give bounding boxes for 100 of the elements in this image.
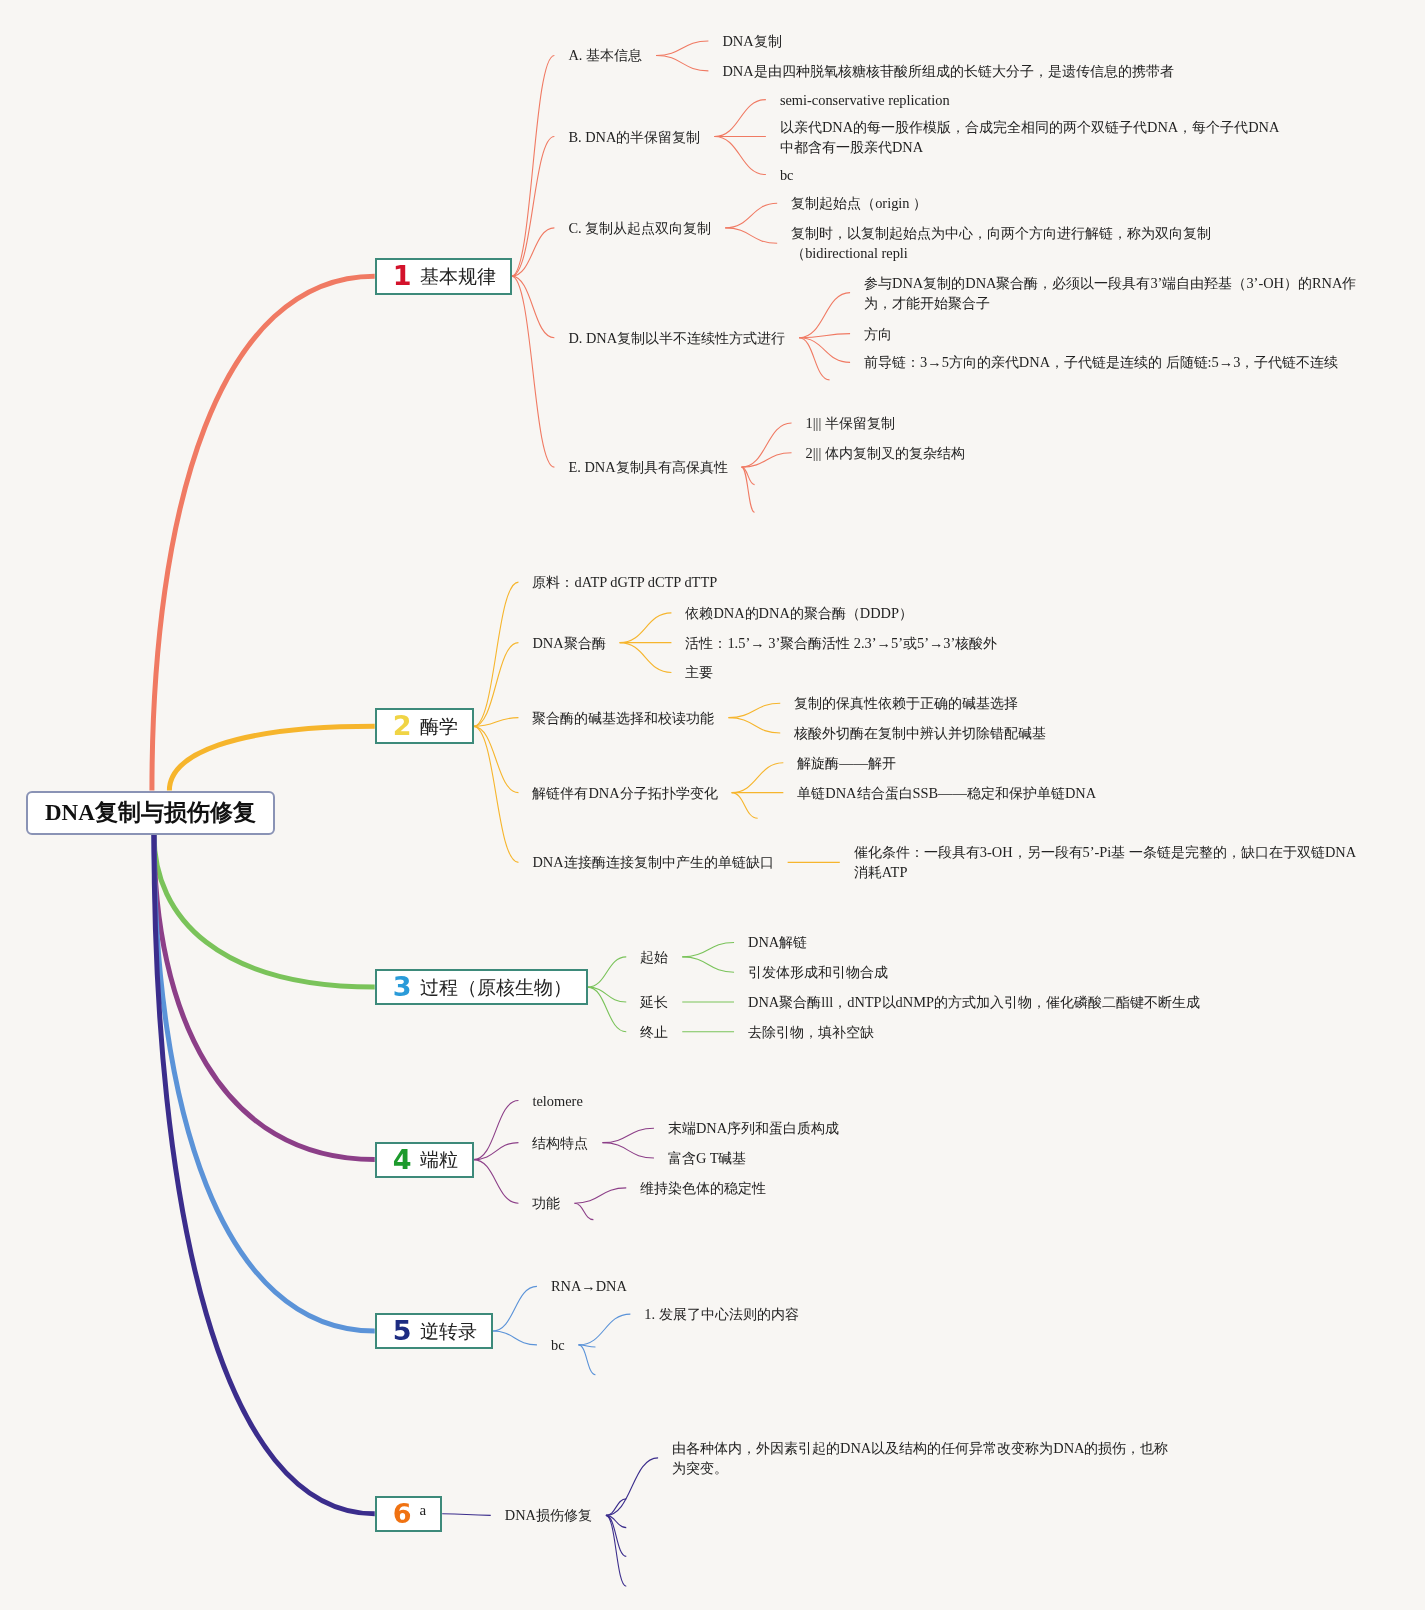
branch-line (798, 337, 831, 381)
topic-box (374, 1495, 443, 1532)
branch-line (619, 642, 672, 673)
topic-number: 3 (392, 972, 412, 1003)
branch-text: DNA聚合酶lll，dNTP以dNMP的方式加入引物，催化磷酸二酯键不断生成 (734, 992, 1214, 1012)
branch-line (713, 136, 767, 176)
branch-line (601, 1142, 655, 1159)
branch-line (681, 1001, 735, 1003)
branch-text: 解链伴有DNA分子拓扑学变化 (518, 782, 732, 803)
branch-text: 结构特点 (518, 1132, 603, 1153)
branch-line (655, 54, 709, 72)
branch-text: 终止 (626, 1021, 683, 1042)
branch-text: 富含G T碱基 (653, 1148, 761, 1169)
central-topic: DNA复制与损伤修复 (25, 790, 276, 835)
branch-text: 原料：dATP dGTP dCTP dTTP (518, 572, 732, 593)
topic-box (374, 1313, 493, 1349)
branch-line (472, 1159, 519, 1204)
branch-line (605, 1498, 627, 1516)
branch-line (472, 642, 519, 727)
branch-line (573, 1202, 594, 1221)
branch-text: 方向 (850, 323, 907, 344)
branch-text: 维持染色体的稳定性 (626, 1177, 781, 1198)
branch-text: 以亲代DNA的每一股作模版，合成完全相同的两个双链子代DNA，每个子代DNA中都含有一股亲代DNA (765, 116, 1299, 157)
branch-text: 引发体形成和引物合成 (734, 962, 903, 983)
topic-number: 2 (392, 711, 412, 742)
branch-line (727, 717, 781, 734)
topic-box (374, 257, 512, 295)
branch-line (586, 986, 627, 1033)
branch-text: 复制的保真性依赖于正确的碱基选择 (780, 693, 1033, 714)
branch-text: 末端DNA序列和蛋白质构成 (653, 1118, 854, 1139)
branch-line (681, 1031, 735, 1033)
branch-line (151, 834, 376, 1517)
branch-text: E. DNA复制具有高保真性 (554, 457, 742, 478)
branch-line (741, 452, 793, 468)
branch-text: 复制起始点（origin ） (777, 193, 942, 214)
topic-label: 逆转录 (419, 1319, 477, 1344)
branch-line (741, 466, 756, 486)
branch-text: 前导链：3→5方向的亲代DNA，子代链是连续的 后随链:5→3，子代链不连续 (850, 352, 1353, 373)
branch-line (491, 1330, 538, 1346)
branch-text: B. DNA的半保留复制 (554, 126, 715, 147)
branch-line (741, 466, 756, 513)
branch-line (578, 1344, 596, 1348)
branch-text: A. 基本信息 (554, 45, 656, 66)
topic-number: 6 (392, 1498, 412, 1529)
branch-text: DNA连接酶连接复制中产生的单链缺口 (518, 852, 788, 873)
branch-text: RNA→DNA (536, 1276, 641, 1297)
branch-text: 起始 (626, 946, 683, 967)
branch-line (586, 956, 627, 988)
branch-line (573, 1187, 627, 1204)
topic-label: 基本规律 (419, 264, 496, 289)
branch-text: 功能 (518, 1193, 575, 1214)
topic-box (374, 708, 474, 745)
branch-text: 聚合酶的碱基选择和校读功能 (518, 707, 729, 728)
branch-text: 去除引物，填补空缺 (734, 1021, 889, 1042)
topic-label: 端粒 (419, 1148, 458, 1173)
branch-text: 主要 (671, 662, 728, 683)
topic-box (374, 969, 588, 1006)
branch-line (787, 861, 841, 863)
branch-line (491, 1285, 538, 1332)
branch-line (472, 725, 519, 863)
branch-text: 核酸外切酶在复制中辨认并切除错配碱基 (780, 723, 1061, 744)
branch-text: 复制时，以复制起始点为中心，向两个方向进行解链，称为双向复制（bidirectional repli (777, 223, 1239, 264)
branch-text: DNA损伤修复 (490, 1505, 606, 1526)
branch-text: 依赖DNA的DNA的聚合酶（DDDP） (671, 602, 927, 623)
topic-label: 酶学 (419, 714, 458, 739)
branch-line (605, 1514, 627, 1587)
branch-line (605, 1514, 627, 1529)
branch-text: 参与DNA复制的DNA聚合酶，必须以一段具有3’端自由羟基（3’-OH）的RNA作为，才能开始聚合子 (850, 272, 1375, 313)
branch-line (510, 275, 555, 468)
branch-text: telomere (518, 1090, 597, 1111)
branch-text: 单链DNA结合蛋白SSB——稳定和保护单链DNA (783, 782, 1111, 803)
branch-text: D. DNA复制以半不连续性方式进行 (554, 327, 800, 348)
branch-text: C. 复制从起点双向复制 (554, 217, 726, 238)
branch-text: 1||| 半保留复制 (791, 412, 909, 433)
branch-text: 催化条件：一段具有3-OH，另一段有5’-Pi基 一条链是完整的，缺口在于双链DNA消耗ATP (839, 842, 1373, 883)
topic-box (374, 1141, 474, 1178)
branch-text: DNA解链 (734, 932, 822, 953)
branch-text: 活性：1.5’→ 3’聚合酶活性 2.3’→5’或5’→3’核酸外 (671, 632, 1012, 653)
topic-number: 4 (392, 1144, 412, 1175)
branch-line (149, 273, 376, 791)
topic-number: 5 (392, 1316, 412, 1347)
topic-label: 过程（原核生物） (419, 975, 572, 1000)
branch-text: bc (765, 164, 808, 185)
branch-line (166, 723, 375, 791)
branch-text: DNA复制 (708, 31, 796, 52)
branch-text: DNA聚合酶 (518, 632, 620, 653)
branch-text: 延长 (626, 992, 683, 1012)
branch-text: semi-conservative replication (765, 89, 964, 110)
branch-text: DNA是由四种脱氧核糖核苷酸所组成的长链大分子，是遗传信息的携带者 (708, 60, 1188, 81)
branch-text: bc (536, 1334, 579, 1355)
branch-text: 由各种体内，外因素引起的DNA以及结构的任何异常改变称为DNA的损伤，也称为突变。 (658, 1437, 1187, 1478)
branch-text: 2||| 体内复制叉的复杂结构 (791, 442, 979, 463)
branch-line (731, 792, 759, 819)
topic-number: 1 (392, 261, 412, 292)
topic-label: a (419, 1501, 427, 1519)
branch-line (578, 1344, 596, 1376)
branch-line (441, 1513, 492, 1516)
branch-text: 解旋酶——解开 (783, 752, 911, 773)
branch-line (681, 956, 735, 973)
branch-text: 1. 发展了中心法则的内容 (630, 1304, 813, 1325)
